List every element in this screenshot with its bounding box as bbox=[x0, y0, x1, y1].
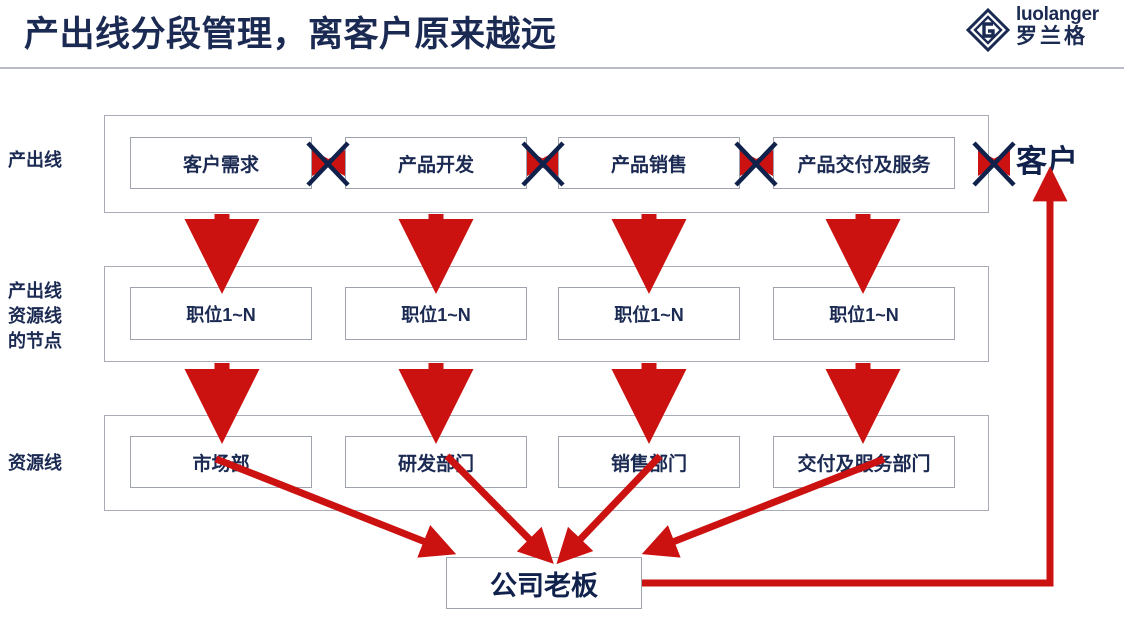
row-label-output-line: 产出线 bbox=[8, 150, 62, 170]
node-department-2[interactable]: 研发部门 bbox=[345, 436, 527, 488]
diamond-logo-mark-icon bbox=[965, 7, 1011, 53]
red-feedback-arrow-to-customer bbox=[642, 166, 1068, 587]
node-output-line-2[interactable]: 产品开发 bbox=[345, 137, 527, 189]
slide-header: 产出线分段管理，离客户原来越远 luolanger 罗兰格 bbox=[0, 0, 1124, 69]
brand-name-cn: 罗兰格 bbox=[1016, 25, 1088, 48]
brand-name-en: luolanger bbox=[1016, 4, 1099, 25]
header-divider bbox=[0, 67, 1124, 69]
brand-logo: luolanger 罗兰格 bbox=[965, 2, 1116, 56]
node-output-line-4[interactable]: 产品交付及服务 bbox=[773, 137, 955, 189]
page-title: 产出线分段管理，离客户原来越远 bbox=[24, 15, 557, 54]
row-label-output-resource-nodes: 产出线 资源线 的节点 bbox=[8, 281, 62, 351]
node-position-4[interactable]: 职位1~N bbox=[773, 287, 955, 340]
brand-logo-text: luolanger 罗兰格 bbox=[1016, 4, 1099, 49]
customer-label: 客户 bbox=[1016, 144, 1078, 179]
node-output-line-1[interactable]: 客户需求 bbox=[130, 137, 312, 189]
node-company-boss[interactable]: 公司老板 bbox=[446, 557, 642, 609]
row-label-resource-line: 资源线 bbox=[8, 453, 62, 473]
node-position-2[interactable]: 职位1~N bbox=[345, 287, 527, 340]
node-position-3[interactable]: 职位1~N bbox=[558, 287, 740, 340]
red-down-arrow-group-top bbox=[184, 214, 901, 294]
node-output-line-3[interactable]: 产品销售 bbox=[558, 137, 740, 189]
node-department-1[interactable]: 市场部 bbox=[130, 436, 312, 488]
node-position-1[interactable]: 职位1~N bbox=[130, 287, 312, 340]
node-department-3[interactable]: 销售部门 bbox=[558, 436, 740, 488]
node-department-4[interactable]: 交付及服务部门 bbox=[773, 436, 955, 488]
red-down-arrow-group-bottom bbox=[184, 363, 901, 444]
